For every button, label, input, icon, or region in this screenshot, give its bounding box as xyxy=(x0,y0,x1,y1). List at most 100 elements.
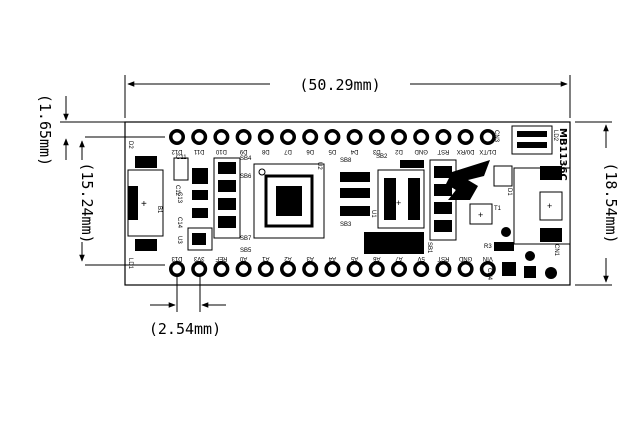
ref-cn4: CN4 xyxy=(486,268,492,281)
top-pin-label: D10 xyxy=(215,148,227,154)
bottom-pin-label: A3 xyxy=(306,255,314,261)
bottom-pin-hole xyxy=(283,264,293,274)
bottom-pin-label: A0 xyxy=(239,255,247,261)
bottom-pin-hole xyxy=(394,264,404,274)
top-pin-hole xyxy=(483,132,493,142)
middle-components: SB8 SB3 + U1 SB2 SB1 xyxy=(340,154,457,254)
ref-sb7: SB7 xyxy=(240,236,252,242)
top-pin-label: D3 xyxy=(372,148,380,154)
ref-u3: U3 xyxy=(176,236,182,244)
top-pin-label: D8 xyxy=(261,148,269,154)
ref-b1: B1 xyxy=(156,206,162,214)
top-pin-label: D9 xyxy=(239,148,247,154)
bottom-pin-label: 5V xyxy=(418,255,425,261)
top-pin-label: D4 xyxy=(350,148,358,154)
ref-cn3: CN3 xyxy=(493,130,499,143)
bottom-pin-hole xyxy=(261,264,271,274)
st-logo xyxy=(446,160,490,200)
ref-r3: R3 xyxy=(484,244,492,250)
ref-c11: C11 xyxy=(176,155,187,161)
ref-sb3: SB3 xyxy=(340,222,352,228)
ref-c14: C14 xyxy=(176,217,182,229)
ref-sb6: SB6 xyxy=(240,174,252,180)
u1-plus-icon: + xyxy=(396,198,401,208)
width-label: (18.54mm) xyxy=(602,162,620,243)
left-components: + B1 D2 LD1 xyxy=(127,141,164,270)
bottom-pin-label: A1 xyxy=(261,255,269,261)
bottom-pin-hole xyxy=(239,264,249,274)
ref-u1: U1 xyxy=(370,210,376,218)
top-pin-label: D11 xyxy=(193,148,204,154)
bottom-pin-label: VIN xyxy=(483,255,493,261)
top-pin-hole xyxy=(394,132,404,142)
bottom-pin-hole xyxy=(194,264,204,274)
bottom-pin-hole xyxy=(305,264,315,274)
ref-cn1: CN1 xyxy=(553,244,559,257)
top-pin-hole xyxy=(194,132,204,142)
bottom-pin-label: GND xyxy=(458,255,472,261)
top-pin-hole xyxy=(438,132,448,142)
bottom-pin-label: A2 xyxy=(284,255,292,261)
board-outline xyxy=(124,121,571,286)
bottom-pin-hole xyxy=(350,264,360,274)
bottom-pin-label: A4 xyxy=(328,255,336,261)
dimension-length: (50.29mm) xyxy=(124,75,571,118)
ref-sb5: SB5 xyxy=(240,248,252,254)
ref-sb8: SB8 xyxy=(340,158,352,164)
ref-ld2: LD2 xyxy=(552,130,558,142)
top-pin-hole xyxy=(216,132,226,142)
row-spacing-label: (15.24mm) xyxy=(78,162,96,243)
ref-u2: U2 xyxy=(316,162,322,170)
top-pin-hole xyxy=(461,132,471,142)
bottom-pin-hole xyxy=(438,264,448,274)
ref-sb4: SB4 xyxy=(240,156,252,162)
mcu-chip: U2 xyxy=(253,162,325,239)
bottom-pin-hole xyxy=(416,264,426,274)
top-pin-hole xyxy=(283,132,293,142)
dimension-edge-offset: (1.65mm) xyxy=(36,94,125,166)
pitch-label: (2.54mm) xyxy=(149,320,221,338)
dimension-width: (18.54mm) xyxy=(575,121,620,286)
right-components: CN3 LD2 + CN1 D1 + T1 R3 CN4 MB1136C xyxy=(469,125,571,281)
ref-sb2: SB2 xyxy=(376,154,388,160)
edge-offset-label: (1.65mm) xyxy=(36,94,54,166)
top-pin-hole xyxy=(372,132,382,142)
top-pin-hole xyxy=(327,132,337,142)
bottom-pin-label: RST xyxy=(437,255,449,261)
ref-ld1: LD1 xyxy=(127,258,133,270)
top-pin-label: GND xyxy=(414,148,428,154)
bottom-pin-hole xyxy=(216,264,226,274)
bottom-pin-hole xyxy=(483,264,493,274)
dimension-row-spacing: (15.24mm) xyxy=(78,136,165,266)
bottom-pin-hole xyxy=(172,264,182,274)
top-pin-label: D0/RX xyxy=(457,148,475,154)
top-pin-hole xyxy=(261,132,271,142)
ref-t1: T1 xyxy=(494,206,502,212)
bottom-pin-label: A5 xyxy=(350,255,358,261)
length-label: (50.29mm) xyxy=(299,76,380,94)
top-pin-label: D7 xyxy=(284,148,292,154)
bottom-pin-hole xyxy=(372,264,382,274)
board-code: MB1136C xyxy=(557,128,568,181)
b1-plus-icon: + xyxy=(141,199,147,210)
top-pin-label: D1/TX xyxy=(479,148,496,154)
ref-d1: D1 xyxy=(506,188,512,196)
bottom-pin-label: 3V3 xyxy=(193,255,204,261)
top-pin-hole xyxy=(172,132,182,142)
top-pin-hole xyxy=(416,132,426,142)
bottom-pin-label: D13 xyxy=(171,255,183,261)
bottom-pin-label: A6 xyxy=(372,255,380,261)
cn1-plus-icon: + xyxy=(547,201,552,211)
crystal-area: C11 C12 C13 C14 X1 U3 xyxy=(173,155,213,251)
top-pin-hole xyxy=(305,132,315,142)
ref-c13: C13 xyxy=(176,192,182,204)
bottom-pin-label: A7 xyxy=(395,255,403,261)
bottom-pin-hole xyxy=(327,264,337,274)
top-pin-hole xyxy=(350,132,360,142)
top-pin-label: D12 xyxy=(171,148,183,154)
t1-plus-icon: + xyxy=(478,210,483,220)
ref-c12: C12 xyxy=(174,185,180,197)
